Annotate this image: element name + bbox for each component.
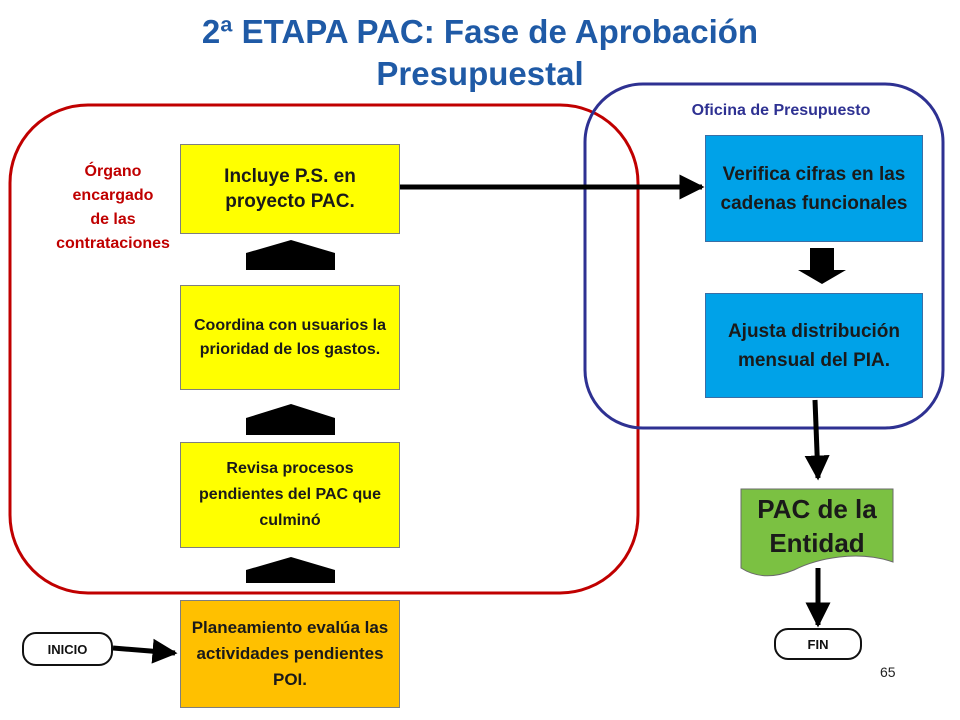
step-coordina-box: Coordina con usuarios la prioridad de lo… [180, 285, 400, 390]
down-arrow [798, 248, 846, 284]
pac-document-label: PAC de la Entidad [741, 492, 893, 560]
oficina-region-outline [583, 82, 945, 430]
oficina-region-label: Oficina de Presupuesto [691, 102, 871, 119]
arrow-inicio-to-planeamiento [112, 638, 178, 664]
pac-document-line-2: Entidad [769, 528, 865, 558]
organo-label-line-4: contrataciones [56, 235, 170, 252]
page-title-line1: 2ª ETAPA PAC: Fase de Aprobación [201, 13, 759, 50]
step-coordina-text: Coordina con usuarios la prioridad de lo… [193, 316, 387, 358]
organo-label-line-1: Órgano [84, 163, 142, 180]
fin-terminal: FIN [774, 628, 862, 660]
pac-document-shape [740, 488, 894, 577]
step-ajusta-box: Ajusta distribución mensual del PIA. [705, 293, 923, 398]
inicio-terminal: INICIO [22, 632, 113, 666]
step-incluye-box: Incluye P.S. en proyecto PAC. [180, 144, 400, 234]
arrow-ajusta-to-pac [804, 399, 830, 481]
organo-region-outline [8, 103, 640, 595]
step-revisa-box: Revisa procesos pendientes del PAC que c… [180, 442, 400, 548]
organo-label-line-2: encargado [72, 187, 154, 204]
up-arrow-2 [246, 404, 335, 435]
step-verifica-box: Verifica cifras en las cadenas funcional… [705, 135, 923, 242]
organo-label-line-3: de las [90, 211, 136, 228]
up-arrow-3 [246, 240, 335, 270]
step-revisa-text: Revisa procesos pendientes del PAC que c… [199, 460, 381, 529]
step-planeamiento-text: Planeamiento evalúa las actividades pend… [191, 618, 389, 689]
up-arrow-1 [246, 557, 335, 583]
step-ajusta-text: Ajusta distribución mensual del PIA. [727, 320, 901, 371]
step-verifica-text: Verifica cifras en las cadenas funcional… [720, 163, 908, 214]
step-planeamiento-box: Planeamiento evalúa las actividades pend… [180, 600, 400, 708]
page-title-line2: Presupuestal [376, 55, 584, 92]
organo-region-label: Órgano encargado de las contrataciones [20, 160, 206, 256]
page-number: 65 [880, 664, 896, 680]
pac-document-line-1: PAC de la [757, 494, 877, 524]
step-incluye-text: Incluye P.S. en proyecto PAC. [224, 166, 356, 212]
